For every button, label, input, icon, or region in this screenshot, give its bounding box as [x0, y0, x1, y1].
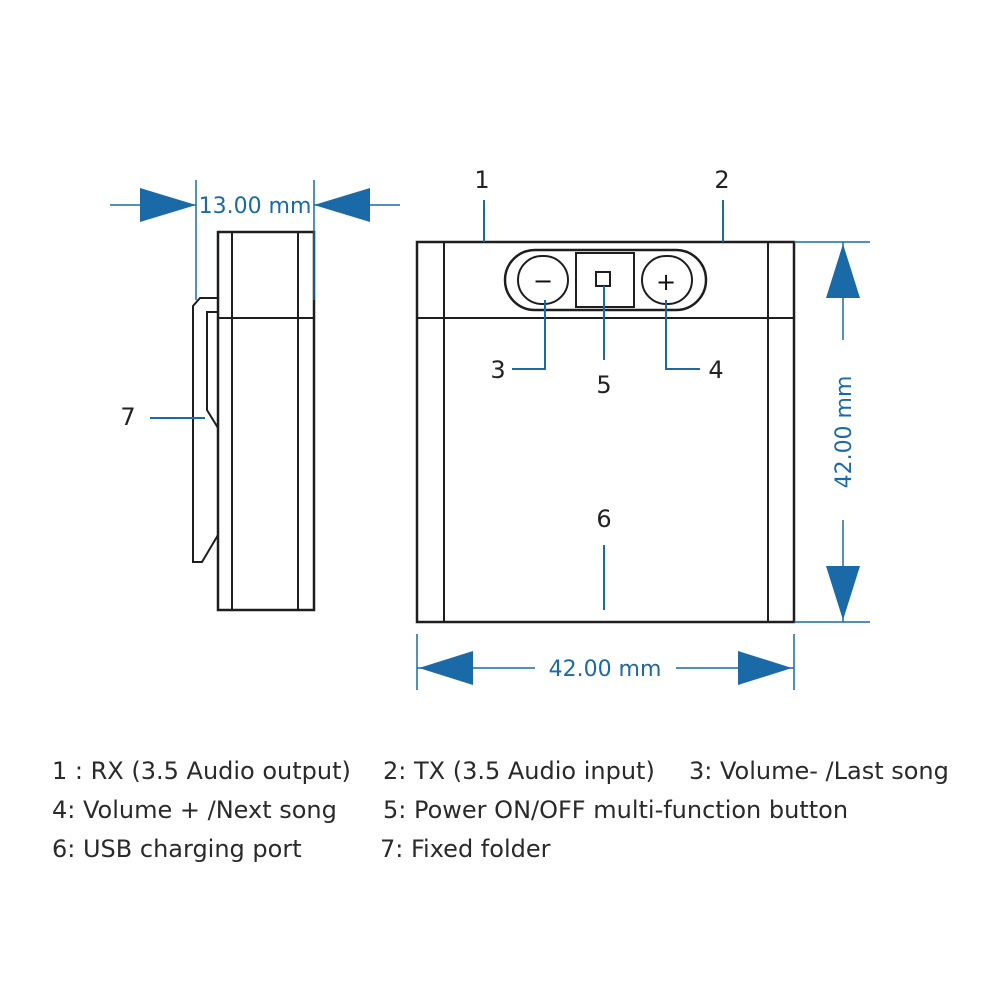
thickness-dimension: 13.00 mm: [110, 180, 400, 300]
callout-1-number: 1: [474, 166, 489, 194]
clip-inner: [206, 311, 219, 429]
height-arrow-bottom: [826, 566, 860, 620]
side-view-body: [216, 230, 316, 612]
height-arrow-top: [826, 244, 860, 298]
width-arrow-left: [419, 651, 473, 685]
width-arrow-right: [738, 651, 792, 685]
callout-4-number: 4: [708, 356, 723, 384]
callout-2-number: 2: [714, 166, 729, 194]
callout-4-leader: [665, 300, 700, 370]
callout-5-number: 5: [596, 371, 611, 399]
callout-2: 2: [714, 166, 730, 242]
side-view: [192, 230, 316, 612]
height-dimension: 42.00 mm: [794, 241, 870, 623]
power-icon: [595, 271, 611, 287]
callout-3: 3: [490, 300, 546, 384]
clip-outline: [192, 297, 219, 563]
plus-icon: +: [656, 268, 676, 296]
callout-1: 1: [474, 166, 490, 242]
thickness-arrow-right: [314, 188, 370, 222]
callout-6: 6: [596, 505, 612, 610]
callout-4: 4: [665, 300, 724, 384]
callout-7-number: 7: [120, 403, 135, 431]
button-strip: [503, 248, 708, 312]
front-view-body: [415, 240, 796, 624]
minus-button[interactable]: [517, 255, 569, 305]
height-label: 42.00 mm: [832, 376, 857, 489]
thickness-arrow-left: [140, 188, 196, 222]
width-label: 42.00 mm: [549, 657, 662, 682]
thickness-label: 13.00 mm: [199, 194, 312, 219]
callout-7: 7: [120, 403, 205, 431]
callout-5: 5: [596, 286, 612, 399]
callout-3-number: 3: [490, 356, 505, 384]
width-dimension: 42.00 mm: [416, 634, 795, 690]
minus-icon: −: [533, 267, 553, 295]
callout-6-number: 6: [596, 505, 611, 533]
front-view: − +: [415, 240, 796, 624]
callout-3-leader: [512, 300, 546, 370]
